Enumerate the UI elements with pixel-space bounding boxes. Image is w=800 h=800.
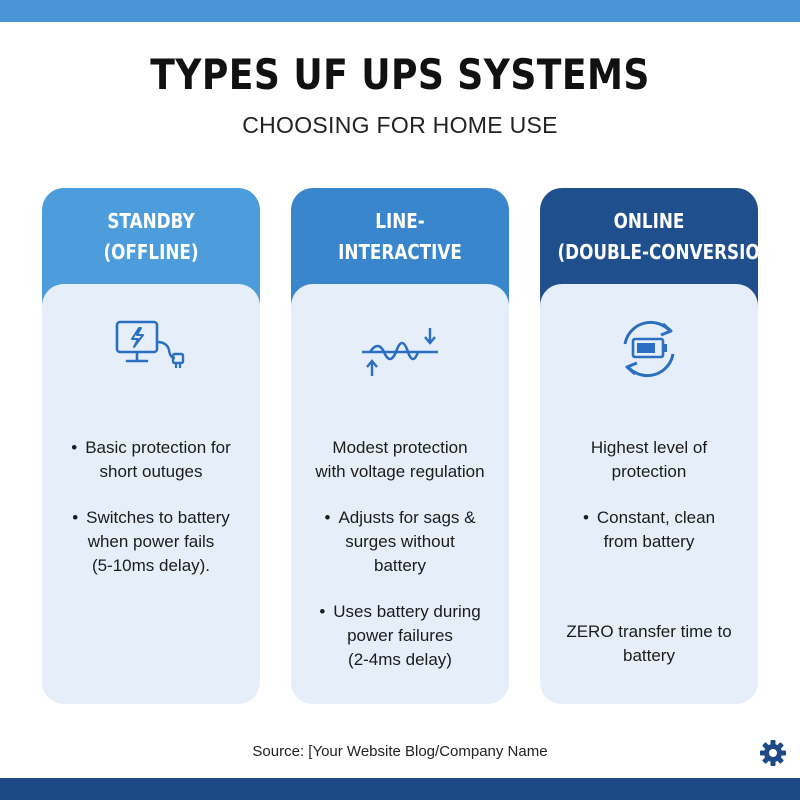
bullet-item: •Switches to battery when power fails (5… (72, 508, 230, 575)
page-subtitle: CHOOSING FOR HOME USE (242, 112, 558, 138)
card-body: Modest protection with voltage regulatio… (291, 284, 509, 704)
bullet-item: •Constant, clean from battery (582, 508, 716, 551)
bullet-item: •Basic protection for short outuges (71, 438, 231, 481)
source-footer: Source: [Your Website Blog/Company Name (252, 743, 548, 760)
card-title: STANDBY (OFFLINE) (103, 209, 199, 264)
battery-cycle-icon (540, 314, 758, 384)
card-standby: STANDBY (OFFLINE) •Basic protection for … (42, 188, 260, 704)
card-title: ONLINE (DOUBLE-CONVERSION) (557, 209, 758, 264)
bullet-item: •Adjusts for sags & surges without batte… (324, 508, 476, 575)
card-body: Highest level of protection •Constant, c… (540, 284, 758, 704)
card-title: LINE- INTERACTIVE (338, 209, 462, 264)
card-online: ONLINE (DOUBLE-CONVERSION) Highest level… (540, 188, 758, 704)
intro-text: Modest protection with voltage regulatio… (315, 438, 485, 481)
extra-text: ZERO transfer time to battery (566, 622, 732, 665)
gear-icon[interactable] (758, 738, 788, 768)
card-body: •Basic protection for short outuges •Swi… (42, 284, 260, 704)
card-line-interactive: LINE- INTERACTIVE Modest protection with… (291, 188, 509, 704)
page-title: TYPES UF UPS SYSTEMS (150, 50, 650, 99)
voltage-regulation-icon (291, 320, 509, 384)
monitor-plug-icon (42, 318, 260, 378)
intro-text: Highest level of protection (590, 438, 708, 481)
top-accent-bar (0, 0, 800, 22)
bullet-item: •Uses battery during power failures (2-4… (319, 602, 481, 669)
bottom-accent-bar (0, 778, 800, 800)
